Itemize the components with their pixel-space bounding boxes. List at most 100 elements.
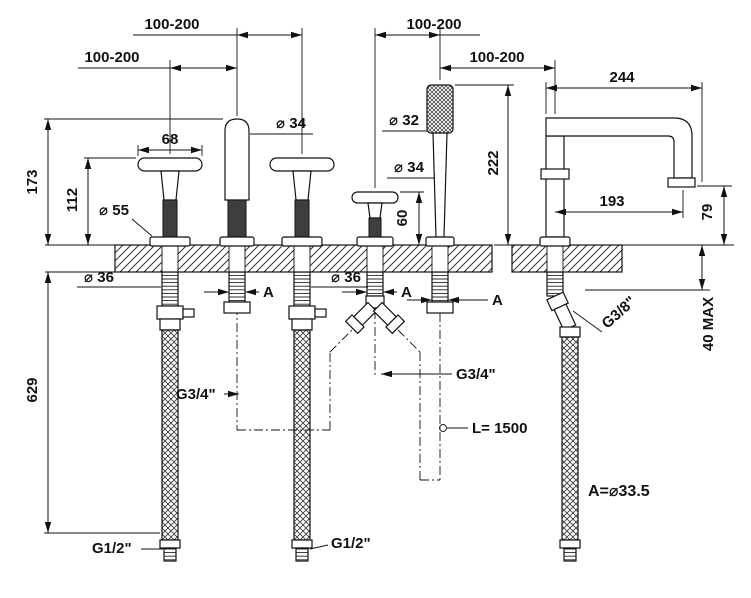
dim-label-span-row1-left: 100-200: [144, 16, 199, 33]
dim-handle-width: 68: [137, 131, 203, 156]
dim-dia-shank-left: ⌀ 36: [77, 269, 161, 288]
mixer-column-tail: [223, 271, 251, 314]
handshower-handle: [432, 132, 448, 238]
dim-label-max-deck-thickness: 40 MAX: [700, 297, 717, 351]
diverter-rosette: [356, 236, 394, 247]
dim-label-thread-column-outlet: G3/4": [176, 386, 216, 403]
deck-hole-cold: [293, 244, 311, 273]
handshower-head: [426, 84, 454, 134]
spout-angled-connector: [546, 291, 577, 332]
dim-label-column-height: 173: [24, 169, 41, 194]
dim-label-hose-drop: 629: [24, 377, 41, 402]
dim-dia-handshower-head: ⌀ 32: [382, 112, 427, 132]
hot-side-outlet: [182, 308, 195, 318]
deck-hole-handshower: [431, 244, 449, 273]
mounting-deck: [45, 244, 734, 273]
hot-valve-nut: [156, 305, 184, 320]
hot-handle-bar: [137, 157, 203, 172]
diverter-shank: [366, 271, 384, 297]
cold-handle-bar: [269, 157, 335, 172]
dim-thread-hose-left: G1/2": [92, 540, 163, 557]
diverter-handle-bar: [351, 191, 399, 204]
dim-span-row1-left: 100-200: [133, 16, 303, 154]
dim-label-hole-a-diverter: A: [401, 284, 412, 301]
dim-label-dia-handle-rosette: ⌀ 55: [99, 202, 129, 219]
deck-hole-diverter: [366, 244, 384, 273]
diverter-right-outlet: [372, 301, 406, 335]
dim-handle-height: 112: [64, 157, 136, 245]
dim-label-spout-outlet-height: 79: [699, 204, 716, 221]
hot-braided-hose: [161, 329, 179, 541]
handshower-shank: [431, 271, 449, 303]
dim-label-dia-handshower-holder: ⌀ 34: [394, 159, 425, 176]
dim-label-hole-a-column: A: [263, 284, 274, 301]
hot-valve-tail: [156, 271, 195, 562]
deck-hole-column: [228, 244, 246, 273]
dim-label-span-row2-left: 100-200: [84, 49, 139, 66]
diverter-stem: [368, 217, 382, 238]
hot-handle: [137, 157, 203, 247]
cold-valve-nut: [288, 305, 316, 320]
dim-thread-column-outlet: G3/4": [176, 386, 239, 403]
dim-label-handle-height: 112: [64, 188, 81, 212]
dim-thread-diverter-outlet: G3/4": [381, 366, 496, 383]
dim-label-span-row1-right: 100-200: [406, 16, 461, 33]
dim-label-handshower-hose-length: L= 1500: [472, 420, 527, 437]
handshower-nut: [426, 301, 454, 314]
dim-label-span-row2-right: 100-200: [469, 49, 524, 66]
dim-label-thread-hose-right: G1/2": [331, 535, 371, 552]
dim-span-row2-right: 100-200: [440, 49, 556, 114]
cold-side-outlet: [314, 308, 327, 318]
cold-handle: [269, 157, 335, 247]
dim-label-thread-spout-inlet: G3/8": [599, 293, 640, 332]
cold-handle-stem: [294, 199, 310, 238]
spout-rosette: [539, 236, 571, 247]
dim-label-dia-shank-left: ⌀ 36: [84, 269, 114, 286]
spout-aerator: [667, 177, 696, 188]
dim-dia-handshower-holder: ⌀ 34: [387, 159, 434, 179]
spout-body: [545, 135, 565, 238]
hot-hose-nipple: [163, 547, 177, 562]
handshower-tail: [426, 271, 454, 314]
dim-handshower-hose-length: L= 1500: [439, 420, 527, 437]
dim-spout-outlet-height: 79: [697, 185, 732, 245]
dim-label-hole-a-handshower: A: [492, 292, 503, 309]
diverter-handle: [351, 191, 399, 247]
diverter-tail: [344, 271, 406, 335]
column-shank: [228, 271, 246, 303]
dim-thread-hose-right: G1/2": [309, 535, 371, 552]
dim-max-deck-thickness: 40 MAX: [585, 245, 717, 351]
dim-spout-outlet-offset: 193: [555, 190, 684, 218]
dim-label-spout-outlet-offset: 193: [599, 193, 624, 210]
cold-handle-rosette: [281, 236, 323, 247]
dim-column-height: 173: [24, 118, 223, 245]
hot-handle-rosette: [149, 236, 191, 247]
note-hole-diameter: A=⌀33.5: [588, 483, 650, 500]
deck-hole-spout: [546, 244, 564, 273]
dim-thread-spout-inlet: G3/8": [572, 293, 640, 333]
leader-circle: [439, 424, 447, 432]
dim-label-thread-hose-left: G1/2": [92, 540, 132, 557]
dim-hose-drop: 629: [24, 272, 160, 534]
cold-braided-hose: [293, 329, 311, 541]
hot-shank: [161, 271, 179, 307]
diverter-left-outlet: [344, 301, 378, 335]
dim-label-dia-column: ⌀ 34: [276, 115, 307, 132]
cold-shank: [293, 271, 311, 307]
column-stem: [227, 199, 247, 238]
handshower-holder-rosette: [425, 236, 455, 247]
column-rosette: [219, 236, 255, 247]
spout-tail: [546, 271, 581, 562]
dim-diverter-height: 60: [394, 191, 424, 245]
spout-hose-nipple: [563, 547, 577, 562]
cold-hose-nipple: [295, 547, 309, 562]
dim-handshower-height: 222: [455, 84, 514, 245]
dim-dia-shank-right: ⌀ 36: [311, 269, 368, 288]
dim-hole-a-handshower: A: [407, 292, 503, 309]
spout-collar: [540, 168, 570, 180]
handshower: [425, 84, 455, 247]
spout-shank: [546, 271, 564, 297]
dim-label-diverter-height: 60: [394, 210, 411, 227]
column-nut: [223, 301, 251, 314]
